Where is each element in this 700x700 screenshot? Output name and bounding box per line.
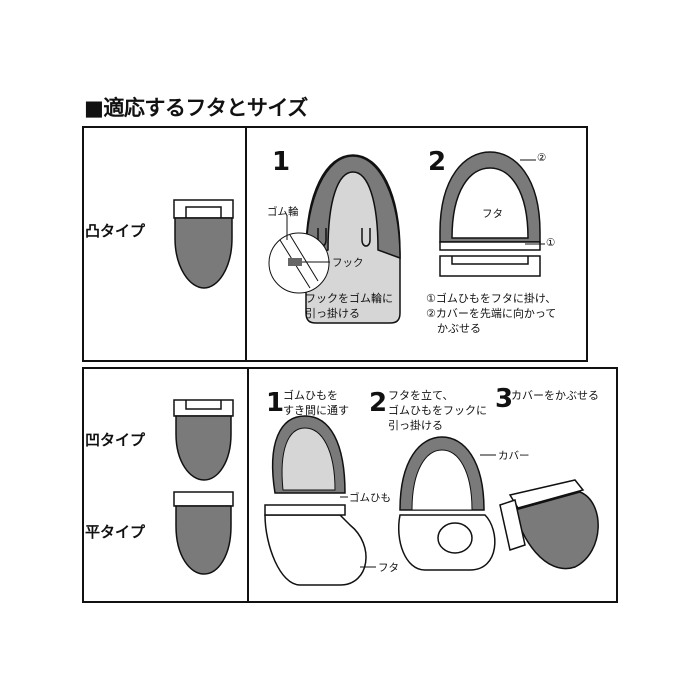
s1-step1-number: 1 [272,147,291,177]
s2-step3-number: 3 [495,384,514,414]
s1-step2-number: 2 [428,147,447,177]
divider [245,128,247,360]
s2-step1-drawing [264,415,376,586]
convex-type-label: 凸タイプ [85,222,146,240]
s1-step2-instruction: ①ゴムひもをフタに掛け、 ②カバーを先端に向かって かぶせる [426,292,557,335]
concave-lid-icon [173,399,234,481]
marker-1: ① [546,237,556,249]
s2-step2-drawing [398,436,496,571]
s2-step1-instruction: ゴムひもを すき間に通す [283,389,349,417]
s2-step3-drawing [499,479,599,570]
lid-label: フタ [482,208,503,220]
s2-step1-number: 1 [266,388,285,418]
step1-lid-drawing [268,154,401,324]
s2-step3-instruction: カバーをかぶせる [511,389,599,402]
section-convex [82,126,588,362]
s2-lid-label: フタ [378,562,399,574]
band-label: ゴムひも [349,492,391,504]
marker-2: ② [537,152,547,164]
s1-step1-instruction: フックをゴム輪に 引っ掛ける [305,292,393,320]
s2-step2-instruction: フタを立て、 ゴムひもをフックに 引っ掛ける [388,389,487,432]
page-title: ■適応するフタとサイズ [84,96,308,120]
section-concave-flat [82,367,618,603]
convex-lid-icon [173,199,234,289]
rubber-ring-label: ゴム輪 [267,206,299,218]
divider [247,369,249,601]
flat-lid-icon [173,491,234,575]
s2-step2-number: 2 [369,388,388,418]
flat-type-label: 平タイプ [85,523,146,541]
concave-type-label: 凹タイプ [85,431,146,449]
hook-label: フック [332,257,364,269]
step2-lid-drawing [439,151,545,277]
cover-label: カバー [498,450,530,462]
